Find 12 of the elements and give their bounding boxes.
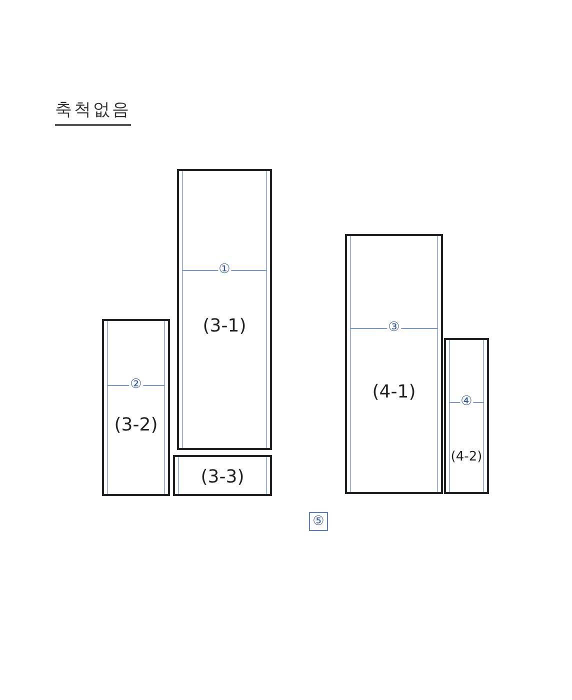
scale-note: 축척없음 [55,98,131,126]
panel-label: (4-2) [450,450,482,464]
panel-outline [173,455,272,496]
panel-outline [102,319,170,496]
panel-label: (3-3) [200,466,244,488]
panel-label: (3-1) [202,316,246,336]
panel-outline [177,169,272,450]
panel-label: (3-2) [114,414,158,436]
callout-number: ⑤ [309,512,328,531]
panel-label: (4-1) [372,382,416,402]
panel-outline [444,338,489,494]
panel-outline [345,234,443,494]
